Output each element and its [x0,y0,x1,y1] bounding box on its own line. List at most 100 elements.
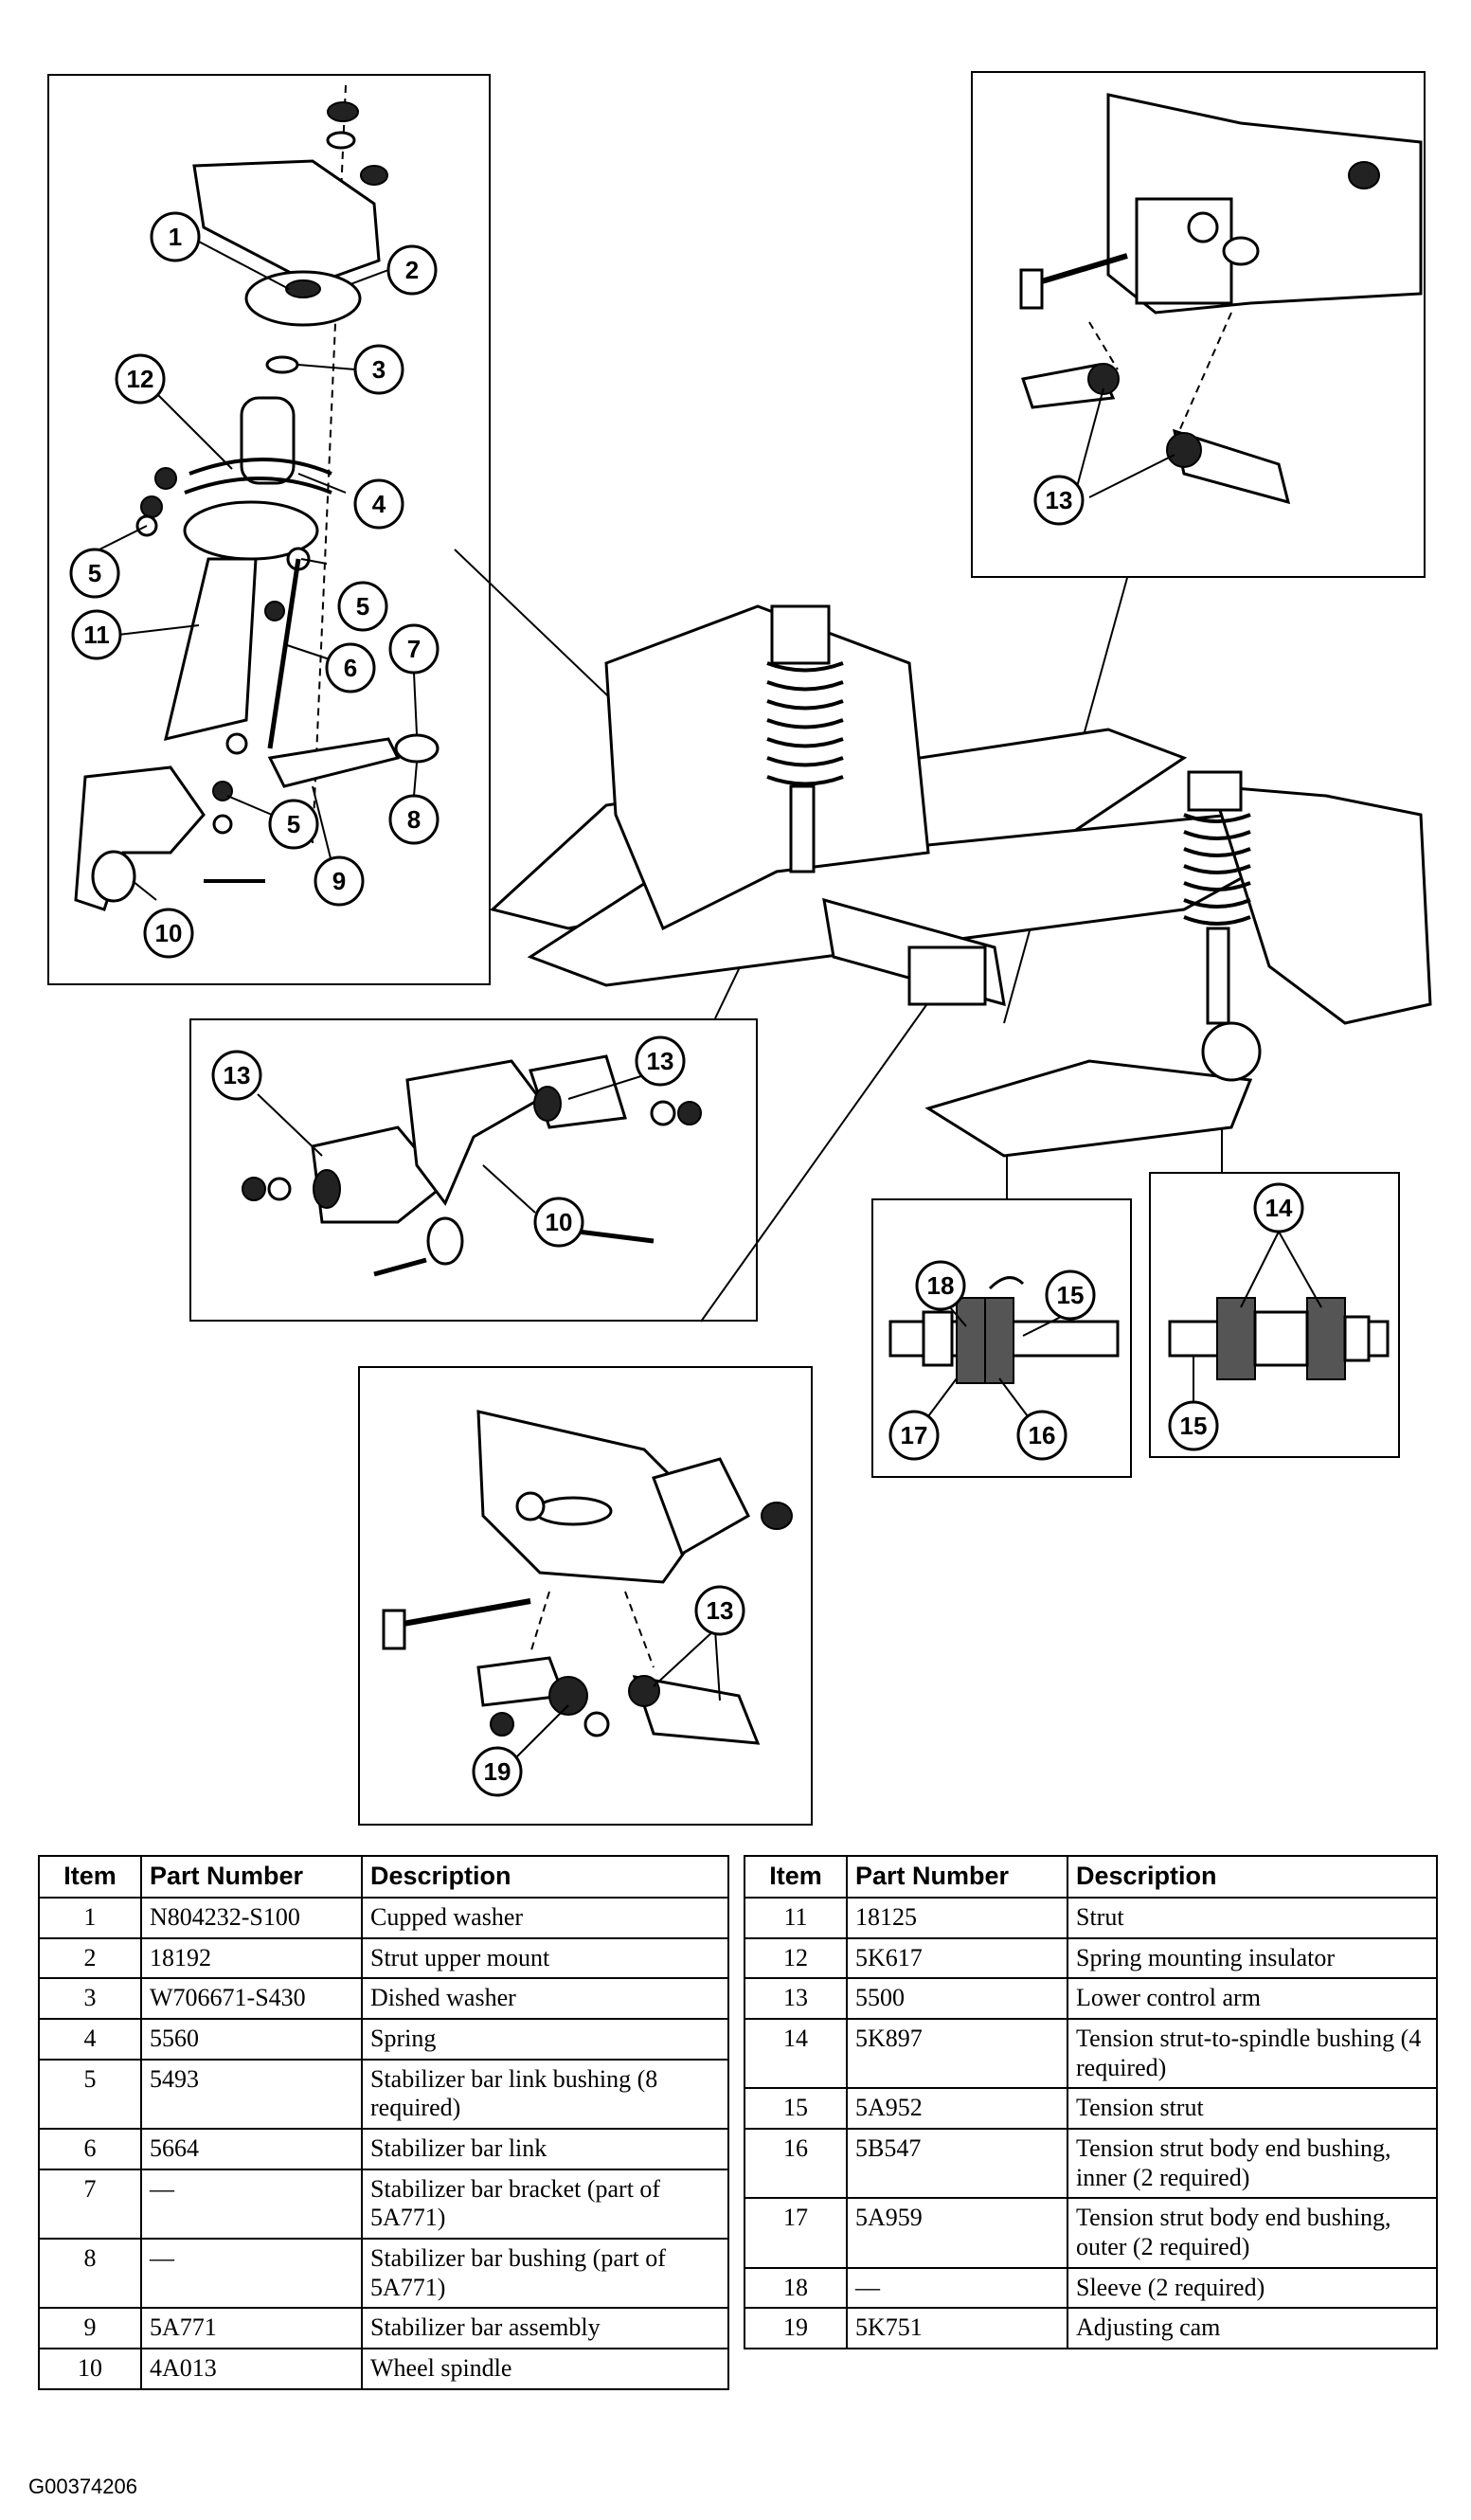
body-bushing-view [888,1276,1120,1384]
strut-exploded-view [74,84,440,911]
svg-text:15: 15 [1057,1281,1085,1309]
svg-text:5: 5 [356,592,369,621]
description-cell: Stabilizer bar link [361,2127,729,2170]
item-cell: 9 [38,2307,142,2349]
svg-text:17: 17 [901,1421,928,1449]
svg-text:15: 15 [1180,1412,1208,1440]
description-cell: Dished washer [361,1977,729,2020]
table-row: 18—Sleeve (2 required) [744,2266,1438,2310]
svg-text:19: 19 [484,1757,511,1786]
item-cell: 4 [38,2017,142,2061]
item-cell: 7 [38,2168,142,2240]
callout-13d: 13 [694,1585,745,1636]
rear-mount-view [1019,93,1423,505]
item-cell: 16 [744,2127,848,2200]
callout-1: 1 [150,211,201,262]
item-cell: 3 [38,1977,142,2020]
item-cell: 8 [38,2237,142,2310]
callout-15a: 15 [1045,1269,1096,1321]
part-number-cell: 5A952 [846,2087,1068,2130]
item-cell: 19 [744,2307,848,2349]
header-description: Description [1067,1855,1438,1899]
callout-5b: 5 [337,581,388,632]
part-number-cell: 5A771 [140,2307,363,2349]
part-number-cell: 18192 [140,1936,363,1980]
suspension-diagram: 1 2 3 4 12 5 5 11 6 7 8 9 5 10 13 13 13 … [69,84,1432,1797]
item-cell: 17 [744,2197,848,2269]
callout-9: 9 [314,855,365,907]
callout-10a: 10 [143,908,194,959]
left-coil-spring [766,604,844,873]
item-cell: 6 [38,2127,142,2170]
part-number-cell: 5500 [846,1977,1068,2020]
description-cell: Stabilizer bar link bushing (8 required) [361,2058,729,2130]
callout-5c: 5 [268,799,319,850]
callout-10b: 10 [533,1197,584,1248]
svg-text:10: 10 [546,1208,573,1236]
svg-text:12: 12 [127,365,154,393]
part-number-cell: 5560 [140,2017,363,2061]
callout-14: 14 [1253,1182,1304,1233]
svg-text:13: 13 [707,1596,734,1625]
item-cell: 11 [744,1896,848,1939]
table-header-row: Item Part Number Description [744,1855,1438,1899]
svg-text:5: 5 [88,559,101,587]
part-number-cell: 5K897 [846,2017,1068,2090]
callout-3: 3 [353,344,404,395]
part-number-cell: 5K751 [846,2307,1068,2349]
callout-13b: 13 [211,1050,262,1101]
part-number-cell: 4A013 [140,2347,363,2390]
adjusting-cam-view [382,1410,793,1745]
svg-text:6: 6 [344,654,357,682]
item-cell: 2 [38,1936,142,1980]
header-item: Item [744,1855,848,1899]
spindle-bushing-view [1168,1297,1390,1380]
table-row: 8—Stabilizer bar bushing (part of 5A771) [38,2237,729,2310]
item-cell: 1 [38,1896,142,1939]
part-number-cell: 5B547 [846,2127,1068,2200]
main-suspension-assembly [489,604,1432,1158]
part-number-cell: 5664 [140,2127,363,2170]
table-header-row: Item Part Number Description [38,1855,729,1899]
callout-8: 8 [388,794,440,845]
part-number-cell: N804232-S100 [140,1896,363,1939]
stabilizer-bar-shape [267,737,401,788]
description-cell: Stabilizer bar assembly [361,2307,729,2349]
part-number-cell: 5K617 [846,1936,1068,1980]
svg-text:11: 11 [83,621,110,649]
svg-text:7: 7 [407,635,421,663]
strut-tower-shape [192,159,381,286]
description-cell: Stabilizer bar bracket (part of 5A771) [361,2168,729,2240]
callout-17: 17 [888,1410,940,1461]
callout-15b: 15 [1168,1400,1219,1451]
callout-12: 12 [115,353,166,405]
svg-text:5: 5 [287,810,300,838]
svg-text:16: 16 [1029,1421,1056,1449]
description-cell: Lower control arm [1067,1977,1438,2020]
table-row: 7—Stabilizer bar bracket (part of 5A771) [38,2168,729,2240]
callout-4: 4 [353,478,404,530]
callout-6: 6 [325,642,376,693]
svg-text:13: 13 [647,1047,674,1075]
description-cell: Cupped washer [361,1896,729,1939]
svg-text:18: 18 [927,1271,955,1300]
svg-text:9: 9 [332,867,346,895]
svg-text:13: 13 [1046,486,1073,514]
callout-5a: 5 [69,548,120,599]
part-number-cell: — [140,2237,363,2310]
callout-13a: 13 [1033,475,1085,526]
description-cell: Tension strut [1067,2087,1438,2130]
